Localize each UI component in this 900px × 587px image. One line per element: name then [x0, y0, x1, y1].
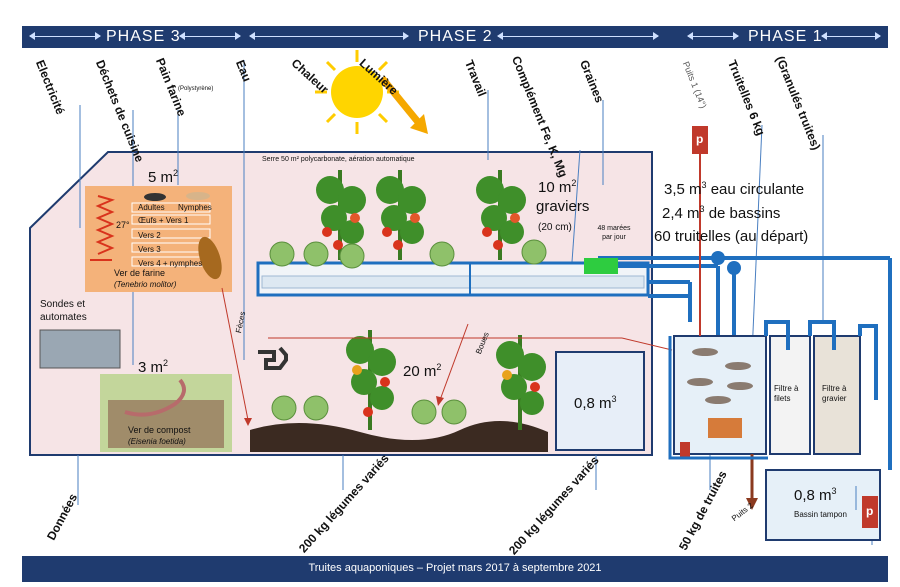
footer-text: Truites aquaponiques – Projet mars 2017 …	[308, 562, 602, 574]
heater-coil-fish-icon	[708, 418, 742, 438]
buffer-volume: 0,8 m3	[794, 486, 837, 504]
tomato-plants-icon	[316, 170, 546, 430]
fish-icon	[687, 348, 753, 404]
mealworm-area: 5 m2	[148, 168, 179, 186]
tank-volume: 0,8 m3	[574, 394, 617, 412]
phase2-span-arrow-right	[497, 32, 659, 40]
sensor-image	[39, 329, 121, 369]
buffer-label: Bassin tampon	[794, 510, 847, 519]
stage-vers3: Vers 3	[138, 245, 161, 254]
pump2-letter: p	[866, 504, 874, 518]
soil-area: 20 m2	[403, 362, 442, 380]
gravel-area: 10 m2	[538, 178, 577, 196]
stage-adultes: Adultes	[138, 203, 165, 212]
marees-label: 48 marées par jour	[597, 225, 631, 241]
compost-area: 3 m2	[138, 358, 169, 376]
mealworm-temp: 27°	[116, 220, 130, 230]
phase-header-bar: PHASE 3 PHASE 2 PHASE 1	[22, 26, 888, 48]
fish-basin-volume: 2,4 m3 de bassins	[662, 204, 781, 222]
buffer-tank	[765, 469, 881, 541]
phase1-span-arrow-left	[687, 32, 739, 40]
faucet-icon	[258, 346, 288, 370]
filter-gravel-label: Filtre à gravier	[822, 384, 847, 403]
phase3-span-arrow-right	[179, 32, 241, 40]
gravel-word: graviers	[536, 198, 590, 215]
phase1-span-arrow-right	[821, 32, 881, 40]
soil-bed	[250, 420, 548, 452]
compost-latin: (Eisenia foetida)	[128, 437, 186, 446]
flood-tray-icon	[584, 258, 618, 274]
water-tank	[555, 351, 645, 451]
phase1-label: PHASE 1	[748, 28, 823, 45]
mealworm-title: Ver de farine	[114, 268, 166, 278]
gravel-depth: (20 cm)	[538, 222, 572, 233]
input-pain-farine-sub: (Polystyrène)	[178, 86, 214, 92]
greenhouse-caption: Serre 50 m² polycarbonate, aération auto…	[262, 156, 415, 163]
phase3-label: PHASE 3	[106, 28, 181, 45]
phase2-label: PHASE 2	[418, 28, 493, 45]
filter-nets-label: Filtre à filets	[774, 384, 799, 403]
light-arrow-icon	[379, 75, 428, 134]
phase3-span-arrow	[29, 32, 101, 40]
stage-vers4-nymphes: Vers 4 + nymphes	[138, 259, 203, 268]
earthworm-icon	[124, 378, 186, 417]
pump2-icon	[862, 496, 878, 528]
filter-gravel	[813, 335, 861, 455]
footer-bar: Truites aquaponiques – Projet mars 2017 …	[22, 556, 888, 582]
phase2-span-arrow-left	[249, 32, 409, 40]
stage-nymphes: Nymphes	[178, 203, 212, 212]
pump1-icon	[692, 126, 708, 154]
heater-coil-icon	[90, 195, 115, 261]
fish-water-volume: 3,5 m3 eau circulante	[664, 180, 805, 198]
pump1-letter: p	[696, 132, 704, 146]
lettuce-icon	[269, 239, 547, 425]
pump-small-icon	[680, 442, 690, 458]
sun-icon	[315, 50, 399, 134]
fish-count: 60 truitelles (au départ)	[654, 228, 809, 245]
sensors-label: Sondes et automates	[40, 299, 87, 323]
compost-title: Ver de compost	[128, 425, 191, 435]
stage-vers2: Vers 2	[138, 231, 161, 240]
mealworm-latin: (Tenebrio molitor)	[114, 280, 177, 289]
stage-oeufs-vers1: Œufs + Vers 1	[138, 216, 189, 225]
mealworm-larva-icon	[198, 236, 222, 280]
